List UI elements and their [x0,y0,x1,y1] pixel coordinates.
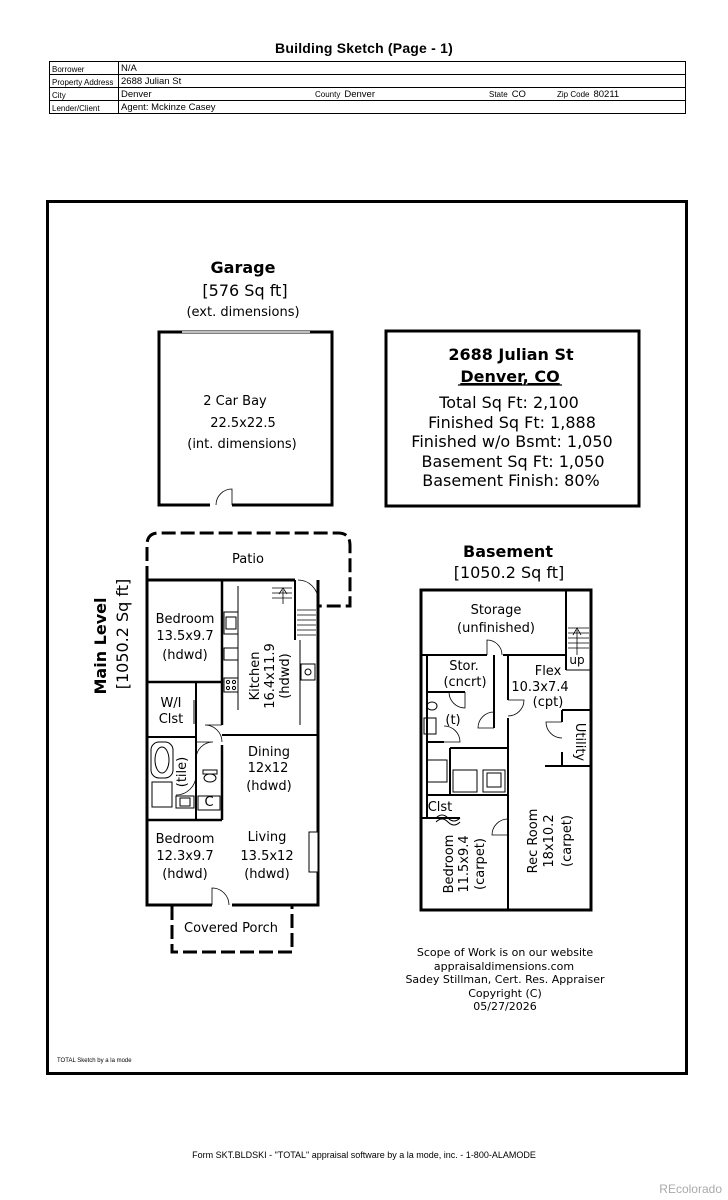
basement-title: Basement [463,542,553,561]
stor2-name: Stor. [449,659,479,674]
note-line-4: Copyright (C) [468,987,542,1000]
state-value: CO [511,89,526,100]
back-door-swing [297,579,319,601]
garage: Garage [576 Sq ft] (ext. dimensions) 2 C… [157,258,334,507]
fireplace [308,831,319,873]
bedroom1-floor: (hdwd) [162,648,208,663]
summary-address: 2688 Julian St [448,345,574,364]
basement: Basement [1050.2 Sq ft] [419,542,593,912]
state-label: State [489,90,508,99]
basement-fixtures [423,701,506,793]
basement-exterior-wall [419,588,593,912]
patio-label: Patio [232,552,264,567]
garage-bay-label: 2 Car Bay [203,394,267,409]
flex-floor: (cpt) [533,695,564,710]
bsmt-bedroom-name: Bedroom [442,835,457,894]
sketch-title: Building Sketch (Page - 1) [275,40,453,56]
appraiser-notes: Scope of Work is on our website appraisa… [405,946,605,1013]
bedroom1-name: Bedroom [156,612,215,627]
bedroom1-dims: 13.5x9.7 [156,629,213,644]
main-stairs [272,587,316,636]
kitchen-name: Kitchen [248,652,263,701]
summary-box: 2688 Julian St Denver, CO Total Sq Ft: 2… [384,329,641,508]
garage-ext-note: (ext. dimensions) [186,305,299,320]
stairs-up-label: up [569,653,584,667]
sketch-credit: TOTAL Sketch by a la mode [57,1058,132,1064]
living-floor: (hdwd) [244,867,290,882]
utility-label: Utility [572,723,587,762]
toilet-label: (t) [445,713,460,728]
dining-dims: 12x12 [248,761,289,776]
garage-door-swing [215,488,233,506]
living-name: Living [248,830,287,845]
main-level-sqft: [1050.2 Sq ft] [113,579,132,690]
bath-door-swing [204,724,223,743]
brand-watermark: REcolorado [659,1182,722,1196]
dining-floor: (hdwd) [246,779,292,794]
basement-sqft: [1050.2 Sq ft] [454,563,565,582]
storage-note: (unfinished) [457,621,535,636]
note-line-3: Sadey Stillman, Cert. Res. Appraiser [405,973,605,986]
form-footer: Form SKT.BLDSKI - "TOTAL" appraisal soft… [192,1150,536,1160]
bath-fixtures [150,700,221,811]
county-value: Denver [344,89,375,100]
garage-int-note: (int. dimensions) [187,437,296,452]
sketch-frame [46,200,688,1075]
storage-name: Storage [471,603,522,618]
bedroom2-name: Bedroom [156,832,215,847]
note-line-5: 05/27/2026 [473,1000,536,1013]
bath-floor: (tile) [175,757,190,787]
summary-basement: Basement Sq Ft: 1,050 [421,452,604,471]
dining-name: Dining [248,745,290,760]
basement-walls [421,590,591,910]
flex-dims: 10.3x7.4 [511,680,568,695]
summary-finished-wo-bsmt: Finished w/o Bsmt: 1,050 [411,432,612,451]
property-info-table: Borrower N/A Property Address 2688 Julia… [49,61,686,114]
garage-dims: 22.5x22.5 [210,416,276,431]
basement-stairs [568,627,589,655]
kitchen-dims: 16.4x11.9 [263,643,278,709]
wic-line2: Clst [159,712,184,727]
bsmt-bedroom-dims: 11.5x9.4 [457,835,472,892]
kitchen-fixtures [223,586,316,725]
rec-room-floor: (carpet) [560,815,575,867]
hall-door-swing [195,741,214,760]
summary-total: Total Sq Ft: 2,100 [438,393,579,412]
lender-value: Agent: Mckinze Casey [118,100,686,114]
basement-door-swings [435,639,563,836]
bedroom2-dims: 12.3x9.7 [156,849,213,864]
summary-city: Denver, CO [460,367,559,386]
bsmt-bedroom-floor: (carpet) [473,838,488,890]
wic-line1: W/I [160,696,181,711]
living-dims: 13.5x12 [240,849,293,864]
summary-basement-finish: Basement Finish: 80% [422,471,599,490]
front-door-swing [211,887,230,906]
kitchen-floor: (hdwd) [278,653,293,699]
rec-room-dims: 18x10.2 [542,814,557,867]
main-level-title: Main Level [91,598,110,695]
porch-label: Covered Porch [184,921,278,936]
garage-sqft: [576 Sq ft] [202,281,287,300]
stor2-note: (cncrt) [443,675,486,690]
summary-finished: Finished Sq Ft: 1,888 [428,413,596,432]
closet-label: C [204,795,213,810]
summary-border [384,329,641,508]
bed2-door-swing [175,774,197,796]
porch-outline [170,906,294,954]
zip-value: 80211 [593,89,620,100]
note-line-1: Scope of Work is on our website [417,946,594,959]
county-label: County [315,90,341,99]
garage-title: Garage [211,258,276,277]
rec-room-name: Rec Room [526,809,541,874]
zip-label: Zip Code [557,90,590,99]
main-level: Main Level [1050.2 Sq ft] Patio [91,531,352,954]
patio-outline [145,531,352,608]
flex-name: Flex [535,664,562,679]
note-line-2: appraisaldimensions.com [434,960,574,973]
bsmt-closet-label: Clst [428,800,453,815]
bedroom2-floor: (hdwd) [162,867,208,882]
